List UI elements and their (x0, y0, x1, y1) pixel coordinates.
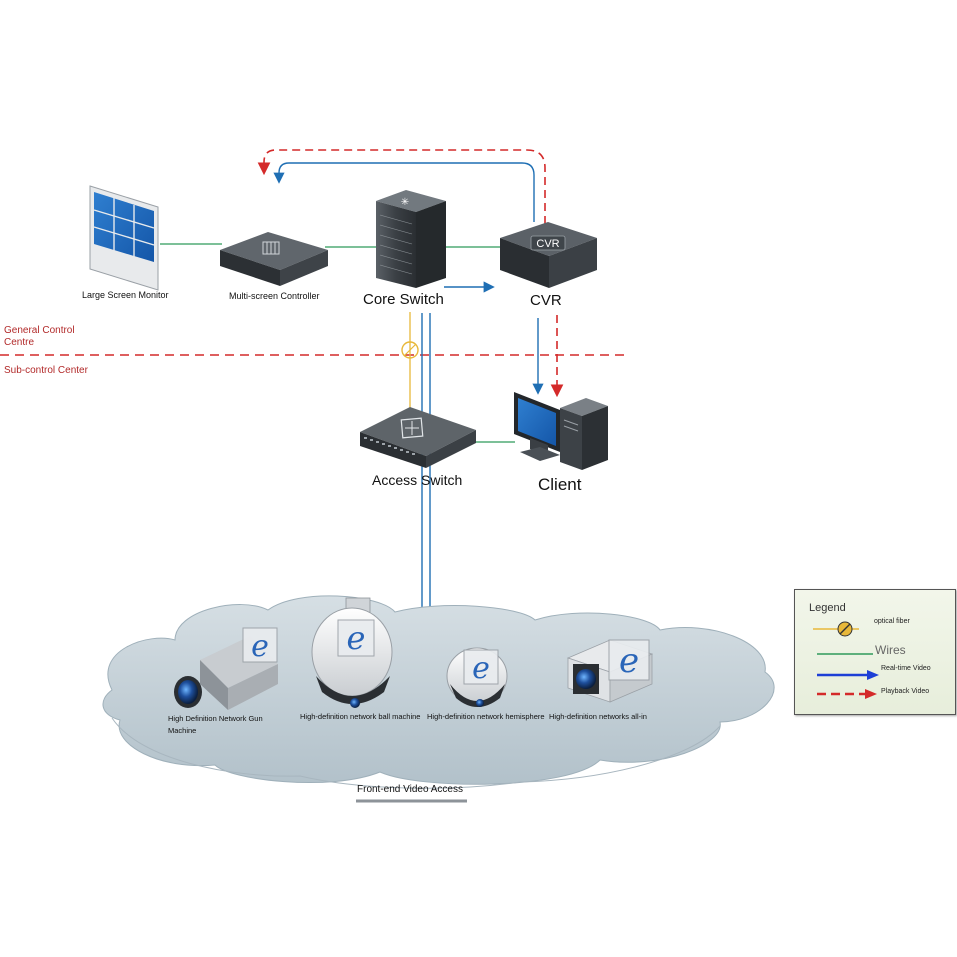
server-rack-icon: ✳ (376, 190, 446, 288)
legend-wires: Wires (875, 643, 906, 657)
screen-wall-icon (89, 185, 159, 291)
zone-label-general: General Control Centre (4, 325, 75, 348)
playback-video-paths (257, 149, 564, 398)
label-ball-camera: High-definition network ball machine (300, 712, 421, 721)
label-core-switch: Core Switch (363, 291, 444, 308)
svg-text:e: e (251, 629, 269, 664)
label-gun-camera: High Definition Network Gun Machine (168, 714, 263, 735)
ie-logo-icon: e (242, 627, 278, 664)
label-cvr: CVR (530, 292, 562, 309)
label-multi-screen-controller: Multi-screen Controller (229, 291, 320, 301)
legend-swatches (813, 621, 879, 699)
cvr-badge: CVR (536, 238, 559, 250)
legend-optical-fiber: optical fiber (874, 618, 910, 625)
legend-realtime-video: Real-time Video (881, 665, 931, 672)
svg-text:e: e (472, 651, 490, 686)
front-end-cloud (102, 595, 775, 789)
ie-logo-icon: e (337, 619, 375, 657)
legend: Legend optical fiber Wires Real-time Vid… (794, 589, 956, 715)
label-large-screen-monitor: Large Screen Monitor (82, 290, 169, 300)
controller-icon (220, 232, 328, 286)
svg-text:✳: ✳ (401, 197, 409, 208)
label-client: Client (538, 475, 582, 494)
optical-fiber (401, 312, 419, 412)
cvr-icon: CVR (500, 222, 597, 288)
network-switch-icon (360, 407, 476, 468)
legend-playback-video: Playback Video (881, 688, 930, 695)
label-hemisphere-camera: High-definition network hemisphere (427, 712, 545, 721)
desktop-pc-icon (514, 392, 608, 470)
wires (160, 243, 515, 443)
label-front-end-access: Front-end Video Access (357, 784, 463, 795)
ie-logo-icon: e (608, 639, 650, 681)
label-access-switch: Access Switch (372, 472, 463, 488)
legend-title: Legend (809, 602, 846, 614)
ie-logo-icon: e (463, 649, 499, 686)
svg-text:e: e (347, 619, 366, 657)
svg-text:e: e (619, 641, 639, 681)
zone-label-sub: Sub-control Center (4, 365, 88, 376)
label-allin-camera: High-definition networks all-in (549, 712, 647, 721)
